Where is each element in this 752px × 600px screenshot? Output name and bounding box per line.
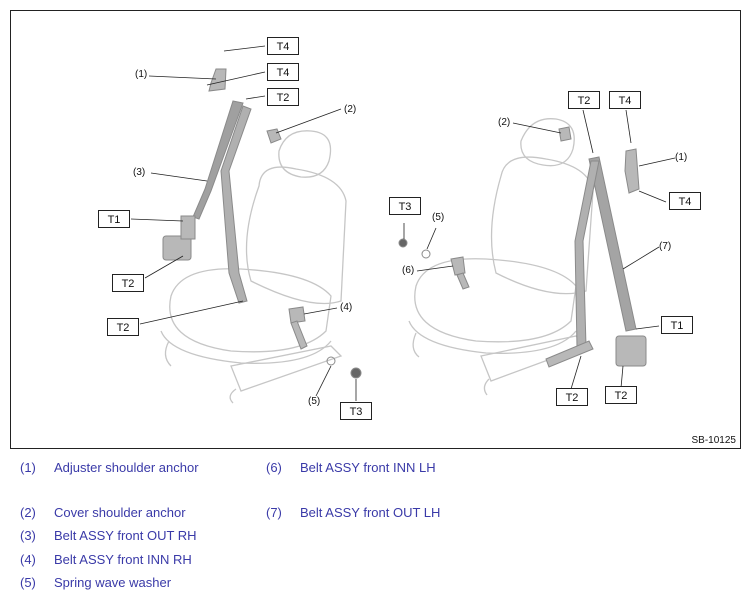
legend-label: Belt ASSY front INN RH (54, 552, 192, 567)
legend-number: (1) (20, 460, 36, 475)
callout-left-2: (2) (344, 104, 357, 115)
right-retractor (615, 335, 647, 367)
tag-left-t1: T1 (98, 210, 130, 228)
left-seat-cushion (169, 268, 332, 353)
figure-id: SB-10125 (691, 435, 736, 446)
legend-label: Cover shoulder anchor (54, 505, 186, 520)
legend-number: (7) (266, 505, 282, 520)
callout-right-1: (1) (675, 152, 688, 163)
seat-belt-diagram: (1) (2) (3) (4) (5) T4 T4 T2 T1 T2 T2 T3… (10, 10, 741, 449)
legend-label: Adjuster shoulder anchor (54, 460, 199, 475)
right-belt-parts (398, 126, 647, 368)
tag-right-t4-lower: T4 (669, 192, 701, 210)
left-seat-foot-left (164, 340, 172, 367)
callout-left-3: (3) (133, 167, 146, 178)
left-seat-foot-right (229, 388, 237, 404)
left-seat (160, 130, 347, 404)
callout-left-5: (5) (308, 396, 321, 407)
tag-left-t2-retractor: T2 (112, 274, 144, 292)
left-seat-backrest (245, 166, 347, 305)
left-inner-stalk (290, 320, 308, 350)
left-leader-lines (130, 45, 357, 401)
left-belt-webbing-lower (220, 105, 252, 304)
legend-number: (4) (20, 552, 36, 567)
legend-item: (1) Adjuster shoulder anchor (20, 460, 199, 475)
legend-item: (6) Belt ASSY front INN LH (266, 460, 436, 475)
left-shoulder-cover (266, 128, 282, 144)
left-belt-webbing-upper (192, 100, 244, 220)
callout-right-2: (2) (498, 117, 511, 128)
right-seat-backrest (490, 156, 594, 295)
tag-left-t2-anchor: T2 (107, 318, 139, 336)
right-seat-headrest (520, 118, 575, 167)
right-inner-stalk (456, 272, 470, 290)
legend-label: Belt ASSY front OUT LH (300, 505, 441, 520)
tag-right-t3: T3 (389, 197, 421, 215)
legend-item: (5) Spring wave washer (20, 575, 171, 590)
legend-number: (2) (20, 505, 36, 520)
right-adjuster-anchor (624, 148, 640, 194)
right-seat-foot-left (412, 332, 420, 358)
tag-right-t1: T1 (661, 316, 693, 334)
diagram-illustration (130, 45, 676, 404)
right-nut (398, 238, 408, 248)
left-retractor-bracket (180, 215, 196, 240)
tag-left-t3: T3 (340, 402, 372, 420)
left-belt-parts (162, 68, 362, 379)
right-inner-buckle (450, 256, 466, 276)
left-seat-base (160, 330, 332, 364)
callout-left-4: (4) (340, 302, 353, 313)
legend-number: (6) (266, 460, 282, 475)
tag-right-t2-top: T2 (568, 91, 600, 109)
tag-left-t4-upper: T4 (267, 37, 299, 55)
right-leader-lines (403, 109, 676, 390)
left-seat-rail (230, 345, 343, 392)
legend-label: Spring wave washer (54, 575, 172, 590)
legend-item: (2) Cover shoulder anchor (20, 505, 186, 520)
callout-right-7: (7) (659, 241, 672, 252)
callout-right-5: (5) (432, 212, 445, 223)
legend-item: (3) Belt ASSY front OUT RH (20, 528, 197, 543)
tag-left-t4-lower: T4 (267, 63, 299, 81)
tag-right-t2-bottom-right: T2 (605, 386, 637, 404)
right-seat-base (408, 320, 577, 354)
tag-left-t2-top: T2 (267, 88, 299, 106)
tag-right-t2-bottom-left: T2 (556, 388, 588, 406)
legend-number: (3) (20, 528, 36, 543)
legend-label: Belt ASSY front OUT RH (54, 528, 197, 543)
callout-left-1: (1) (135, 69, 148, 80)
right-shoulder-cover (558, 126, 572, 142)
legend-item: (4) Belt ASSY front INN RH (20, 552, 192, 567)
left-retractor (162, 235, 192, 261)
legend-item: (7) Belt ASSY front OUT LH (266, 505, 440, 520)
left-nut (350, 367, 362, 379)
left-inner-buckle (288, 306, 306, 324)
left-spring-washer (326, 356, 336, 366)
legend-label: Belt ASSY front INN LH (300, 460, 436, 475)
right-seat-foot-right (483, 378, 490, 396)
tag-right-t4-top: T4 (609, 91, 641, 109)
left-seat-headrest (278, 130, 332, 178)
legend-number: (5) (20, 575, 36, 590)
right-lower-anchor (545, 340, 594, 368)
callout-right-6: (6) (402, 265, 415, 276)
right-spring-washer (421, 249, 431, 259)
left-adjuster-anchor (208, 68, 227, 92)
